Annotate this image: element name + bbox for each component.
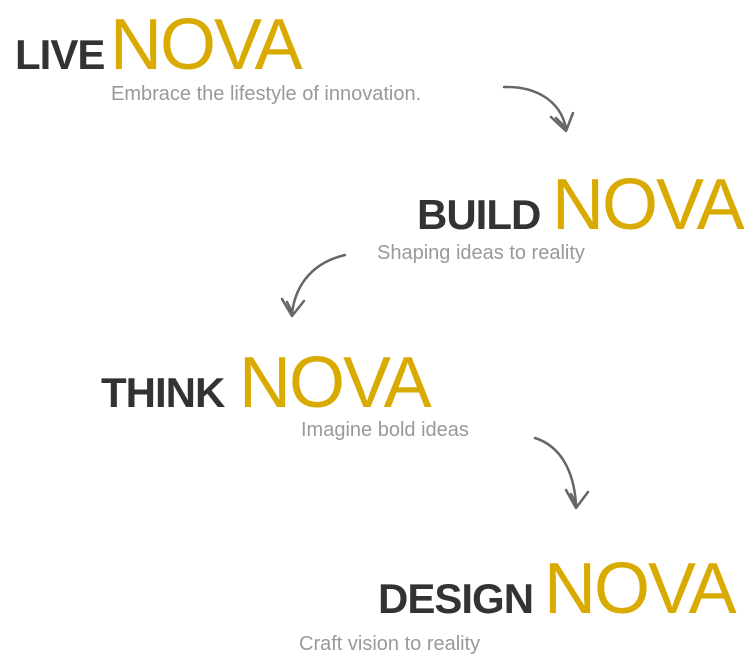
step-word: LIVE bbox=[15, 31, 105, 78]
step-word: DESIGN bbox=[378, 575, 534, 622]
brand-name: NOVA bbox=[544, 549, 737, 629]
brand-name: NOVA bbox=[552, 165, 745, 245]
step-subtitle: Shaping ideas to reality bbox=[377, 242, 585, 264]
curved-arrow-icon bbox=[280, 253, 347, 318]
curved-arrow-icon bbox=[502, 85, 575, 133]
step-subtitle: Craft vision to reality bbox=[299, 633, 481, 655]
brand-name: NOVA bbox=[239, 343, 432, 423]
step-subtitle: Embrace the lifestyle of innovation. bbox=[111, 83, 422, 105]
step-word: THINK bbox=[101, 369, 225, 416]
step-subtitle: Imagine bold ideas bbox=[301, 419, 469, 441]
brand-name: NOVA bbox=[110, 5, 303, 85]
step-word: BUILD bbox=[417, 191, 541, 238]
curved-arrow-icon bbox=[533, 436, 590, 510]
